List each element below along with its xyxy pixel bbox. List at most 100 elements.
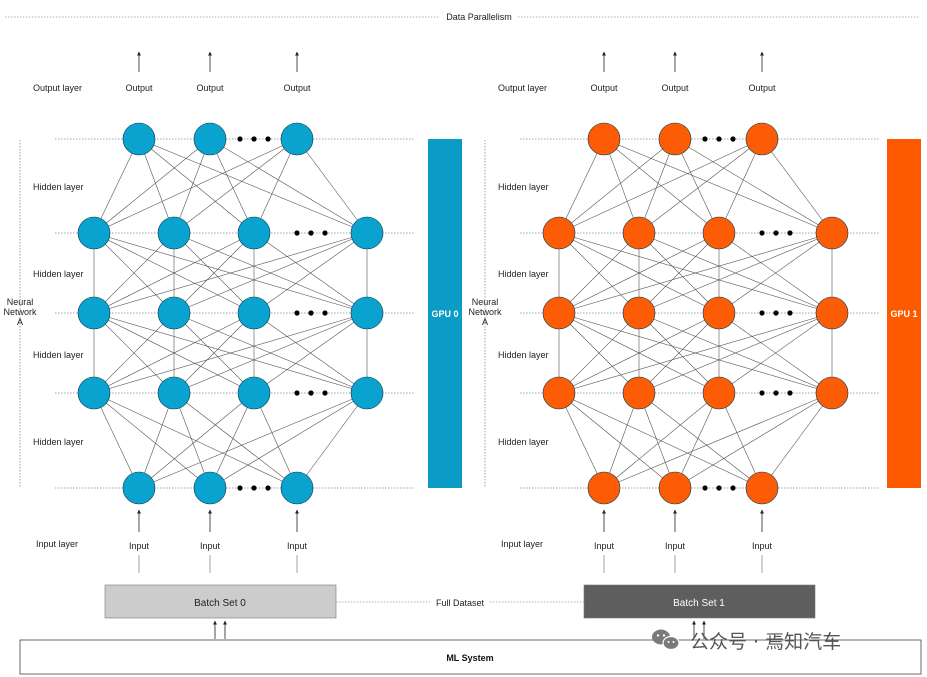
- title-group: Data Parallelism: [5, 12, 920, 22]
- neuron-node: [745, 122, 779, 156]
- ellipsis-dot: [759, 230, 765, 236]
- connection-line: [209, 392, 255, 489]
- connection-line: [603, 138, 640, 234]
- ellipsis-dot: [294, 390, 300, 396]
- output-label: Output: [125, 83, 153, 93]
- connection-line: [173, 392, 211, 489]
- connection-line: [638, 392, 676, 489]
- connection-line: [138, 392, 175, 489]
- connection-line: [603, 392, 640, 489]
- neuron-node: [587, 122, 621, 156]
- connection-line: [638, 312, 833, 394]
- connection-line: [558, 312, 640, 394]
- connection-line: [761, 138, 833, 234]
- ellipsis-dot: [237, 136, 243, 142]
- hidden-layer-label: Hidden layer: [498, 350, 549, 360]
- hidden-layer-label: Hidden layer: [33, 269, 84, 279]
- connection-line: [138, 392, 255, 489]
- connection-line: [173, 232, 255, 314]
- batch-set-label: Batch Set 1: [673, 598, 725, 609]
- output-layer-label: Output layer: [498, 83, 547, 93]
- ellipsis-dot: [787, 310, 793, 316]
- neuron-node: [77, 296, 111, 330]
- connection-line: [718, 232, 833, 314]
- output-label: Output: [196, 83, 224, 93]
- connection-line: [138, 392, 368, 489]
- connection-line: [718, 138, 763, 234]
- batch-set-label: Batch Set 0: [194, 598, 246, 609]
- connection-line: [173, 392, 298, 489]
- connection-line: [93, 232, 175, 314]
- connection-line: [93, 392, 298, 489]
- ellipsis-dot: [773, 230, 779, 236]
- neuron-node: [542, 376, 576, 410]
- neuron-node: [542, 296, 576, 330]
- connection-line: [638, 232, 720, 314]
- neuron-node: [237, 296, 271, 330]
- watermark-text: 公众号 · 焉知汽车: [690, 631, 841, 653]
- connection-line: [638, 232, 833, 314]
- ellipsis-dot: [322, 390, 328, 396]
- gpu-label: GPU 1: [890, 309, 917, 319]
- neuron-node: [280, 122, 314, 156]
- connection-line: [674, 138, 833, 234]
- connection-line: [603, 392, 833, 489]
- neuron-node: [237, 216, 271, 250]
- connection-line: [558, 138, 605, 234]
- neuron-node: [658, 471, 692, 505]
- connection-line: [603, 138, 720, 234]
- hidden-layer-label: Hidden layer: [498, 269, 549, 279]
- ellipsis-dot: [265, 136, 271, 142]
- connection-line: [718, 392, 763, 489]
- connection-line: [638, 138, 676, 234]
- neuron-node: [815, 376, 849, 410]
- neuron-node: [622, 216, 656, 250]
- connection-line: [138, 138, 368, 234]
- ellipsis-dot: [251, 485, 257, 491]
- neuron-node: [350, 216, 384, 250]
- gpu-bar: [887, 139, 921, 488]
- neuron-node: [702, 216, 736, 250]
- neuron-node: [77, 376, 111, 410]
- neuron-node: [157, 216, 191, 250]
- diagram-title: Data Parallelism: [446, 12, 512, 22]
- connection-line: [558, 232, 833, 314]
- ellipsis-dot: [716, 485, 722, 491]
- connection-line: [558, 232, 720, 314]
- ellipsis-dot: [730, 485, 736, 491]
- ellipsis-dot: [251, 136, 257, 142]
- full-dataset-group: Full Dataset: [336, 598, 585, 608]
- connection-line: [674, 392, 720, 489]
- ellipsis-dot: [759, 310, 765, 316]
- connection-line: [138, 138, 175, 234]
- connection-line: [173, 312, 255, 394]
- input-label: Input: [200, 541, 221, 551]
- ellipsis-dot: [702, 136, 708, 142]
- ellipsis-dot: [294, 310, 300, 316]
- connection-line: [209, 392, 368, 489]
- neuron-node: [702, 296, 736, 330]
- ellipsis-dot: [294, 230, 300, 236]
- hidden-layer-label: Hidden layer: [498, 437, 549, 447]
- output-label: Output: [661, 83, 689, 93]
- connection-line: [93, 392, 211, 489]
- hidden-layer-label: Hidden layer: [33, 437, 84, 447]
- ellipsis-dot: [702, 485, 708, 491]
- connection-line: [93, 312, 255, 394]
- connection-line: [93, 232, 368, 314]
- input-layer-label: Input layer: [501, 539, 543, 549]
- batch-set-box: [583, 584, 816, 619]
- output-layer-label: Output layer: [33, 83, 82, 93]
- connection-line: [296, 138, 368, 234]
- connection-line: [674, 138, 720, 234]
- connection-line: [93, 138, 298, 234]
- neuron-node: [622, 296, 656, 330]
- neuron-node: [702, 376, 736, 410]
- ellipsis-dot: [787, 390, 793, 396]
- connection-line: [638, 312, 720, 394]
- connection-line: [558, 138, 763, 234]
- ellipsis-dot: [237, 485, 243, 491]
- connection-line: [558, 392, 676, 489]
